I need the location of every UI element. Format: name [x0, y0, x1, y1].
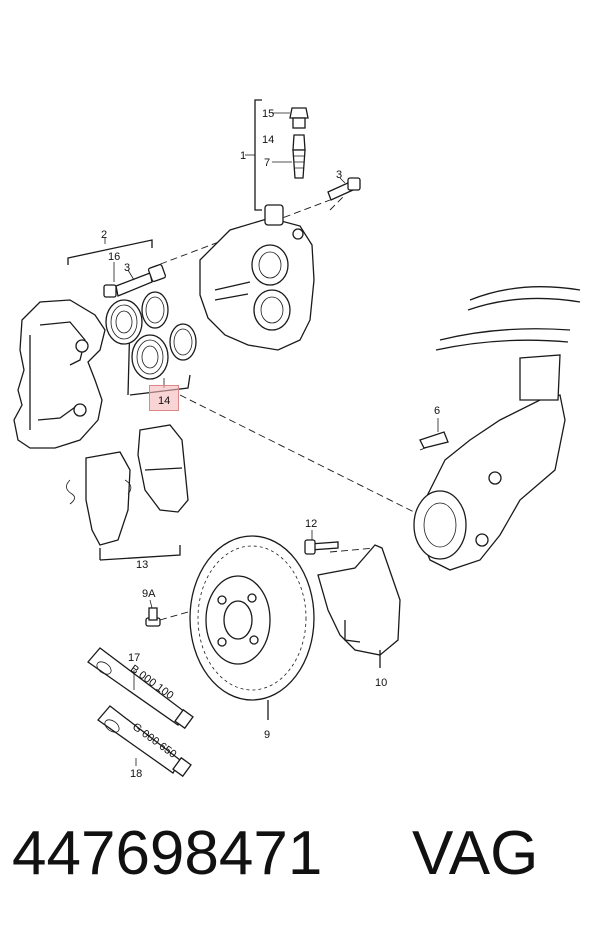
part-number-caption: 447698471: [12, 819, 323, 888]
bleed-valve: [254, 99, 309, 211]
callout-18: 18: [130, 768, 142, 780]
callout-1: 1: [240, 150, 246, 162]
callout-13: 13: [136, 559, 148, 571]
brake-carrier: [13, 299, 106, 449]
splash-shield: [317, 544, 401, 668]
brake-pads: [66, 424, 189, 561]
piston-seals: [105, 291, 197, 380]
callout-16: 16: [108, 251, 120, 263]
callout-7: 7: [264, 157, 270, 169]
brand-caption: VAG: [412, 819, 539, 888]
callout-14-highlighted: 14: [158, 395, 170, 407]
highlighted-callout-14: 14: [149, 385, 179, 411]
callouts: 15 14 7 1 3 2 16 3 6 12 13 9A 17 10 9 18: [101, 108, 440, 780]
callout-9: 9: [264, 729, 270, 741]
bolt-9a: [145, 607, 161, 627]
guide-bolt-16: [103, 263, 167, 298]
leader-lines: [104, 112, 439, 766]
callout-6: 6: [434, 405, 440, 417]
bolt-12: [304, 539, 339, 555]
callout-10: 10: [375, 677, 387, 689]
caliper-housing: [199, 204, 315, 351]
callout-3-top: 3: [336, 169, 342, 181]
brake-disc: [189, 535, 315, 720]
callout-2: 2: [101, 229, 107, 241]
strut-spring: [435, 286, 581, 401]
bolt-3: [327, 177, 361, 201]
callout-17: 17: [128, 652, 140, 664]
steering-knuckle: [413, 394, 566, 571]
callout-14-top: 14: [262, 134, 274, 146]
callout-15: 15: [262, 108, 274, 120]
callout-12: 12: [305, 518, 317, 530]
callout-9a: 9A: [142, 588, 156, 600]
callout-3-left: 3: [124, 262, 130, 274]
